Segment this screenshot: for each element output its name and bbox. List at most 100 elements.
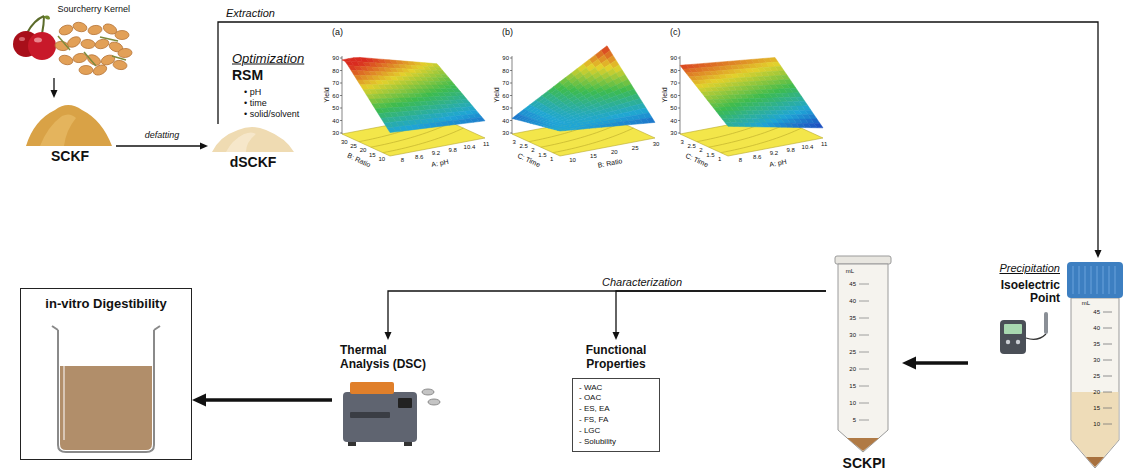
isolate-tube <box>859 284 869 420</box>
ph-meter <box>1044 312 1048 334</box>
text-group: in-vitro Digestibility <box>21 289 191 312</box>
centrifuge-tube <box>1103 376 1112 377</box>
contour-line <box>709 123 790 148</box>
unit-label: mL <box>1082 300 1090 306</box>
axis-tick <box>510 133 512 134</box>
ph-meter <box>1000 312 1048 354</box>
stem-pieces <box>112 56 126 60</box>
surface-patch <box>716 111 725 115</box>
surface-patch <box>680 65 689 69</box>
tick-label: 2.5 <box>519 143 527 149</box>
tick-label: 20 <box>611 149 618 155</box>
step-heading: Optimization <box>232 52 304 65</box>
beaker <box>52 326 160 330</box>
ph-meter <box>1000 320 1026 354</box>
tick-label: 25 <box>632 145 639 151</box>
surface-patch <box>719 115 728 119</box>
response-surface-plot <box>510 46 655 156</box>
surface-patch <box>351 70 360 75</box>
factor-item: • time <box>244 99 267 108</box>
scale-number: 25 <box>849 349 856 355</box>
axis-title: C: Time <box>517 151 542 167</box>
axis-title: B: Ratio <box>346 151 372 168</box>
flow-connector <box>53 78 54 91</box>
tick-label: 70 <box>670 80 677 86</box>
surface-patch <box>381 118 390 123</box>
isolate-tube <box>847 438 879 451</box>
defatted-powder-pile <box>212 127 294 152</box>
surface-patch <box>698 88 707 92</box>
tick-label: 25 <box>350 143 357 149</box>
isolate-tube <box>859 318 869 319</box>
tick-label: 30 <box>653 141 660 147</box>
tick-label: 1.5 <box>538 152 546 158</box>
plot-floor <box>512 116 655 156</box>
axis-tick <box>340 83 342 84</box>
tick-label: 11 <box>821 141 827 147</box>
centrifuge-tube <box>1073 266 1115 294</box>
scale-number: 40 <box>1093 325 1100 331</box>
cherry-illustration <box>42 16 44 34</box>
isolate-tube <box>859 386 869 387</box>
isolate-tube <box>835 256 891 264</box>
response-surface-plot <box>678 56 823 156</box>
surface-patch <box>692 80 701 84</box>
tick-label: 2.5 <box>687 143 695 149</box>
stem-pieces <box>100 37 118 41</box>
centrifuge-tube <box>1091 266 1092 294</box>
scale-number: 35 <box>1093 341 1100 347</box>
response-surface-plot <box>340 56 485 156</box>
tick-label: 60 <box>502 93 509 99</box>
cherry-illustration <box>13 15 56 60</box>
surface-patch <box>683 69 692 73</box>
isolate-tube <box>859 284 869 285</box>
edge-label: Extraction <box>224 7 277 19</box>
axis-title: A: pH <box>431 158 450 168</box>
tick-label: 50 <box>670 105 677 111</box>
axis-tick <box>510 120 512 121</box>
unit-label: mL <box>846 268 854 274</box>
axis-tick <box>510 58 512 59</box>
axis-line <box>680 56 681 134</box>
centrifuge-tube <box>1103 328 1112 329</box>
sample-name: dSCKF <box>208 154 298 170</box>
scale-number: 5 <box>853 417 856 423</box>
centrifuge-tube <box>1086 457 1104 467</box>
arrowhead <box>613 332 620 340</box>
property-item: - WAC <box>579 383 653 394</box>
dsc-instrument <box>348 442 356 446</box>
stem-pieces <box>58 36 70 50</box>
contour-line <box>529 117 610 142</box>
scale-number: 35 <box>849 315 856 321</box>
surface-patch <box>378 113 387 118</box>
tick-label: 50 <box>332 105 339 111</box>
text-group: dSCKF <box>208 124 298 170</box>
flow-connector <box>616 291 826 333</box>
plot-floor <box>680 116 823 156</box>
surface-patch <box>689 76 698 80</box>
tick-label: 1 <box>718 156 721 162</box>
connector-group <box>218 22 1102 258</box>
step-title: in-vitro Digestibility <box>25 297 187 312</box>
kernel-pile <box>87 24 102 35</box>
surface-patch <box>557 129 566 131</box>
tick-label: 9.8 <box>449 147 457 153</box>
tick-label: 8 <box>401 157 404 163</box>
tick-label: 1 <box>550 156 553 162</box>
defatted-powder-pile <box>212 127 294 152</box>
isolate-tube: SCKPI <box>826 252 902 472</box>
axis-title: Yield <box>493 87 500 102</box>
ph-meter <box>1026 334 1046 339</box>
result-box: in-vitro Digestibility <box>20 288 192 460</box>
scale-number: 45 <box>1093 309 1100 315</box>
edge-label: defatting <box>143 131 182 141</box>
axis-title: Yield <box>661 87 668 102</box>
axis-title: Yield <box>323 87 330 102</box>
isolate-tube <box>859 335 869 336</box>
analysis-step: Functional Properties- WAC- OAC- ES, EA-… <box>568 340 664 452</box>
centrifuge-tube <box>1073 266 1074 294</box>
isolate-tube <box>838 264 888 452</box>
surface-patch <box>375 108 384 113</box>
ph-meter <box>1006 340 1010 344</box>
